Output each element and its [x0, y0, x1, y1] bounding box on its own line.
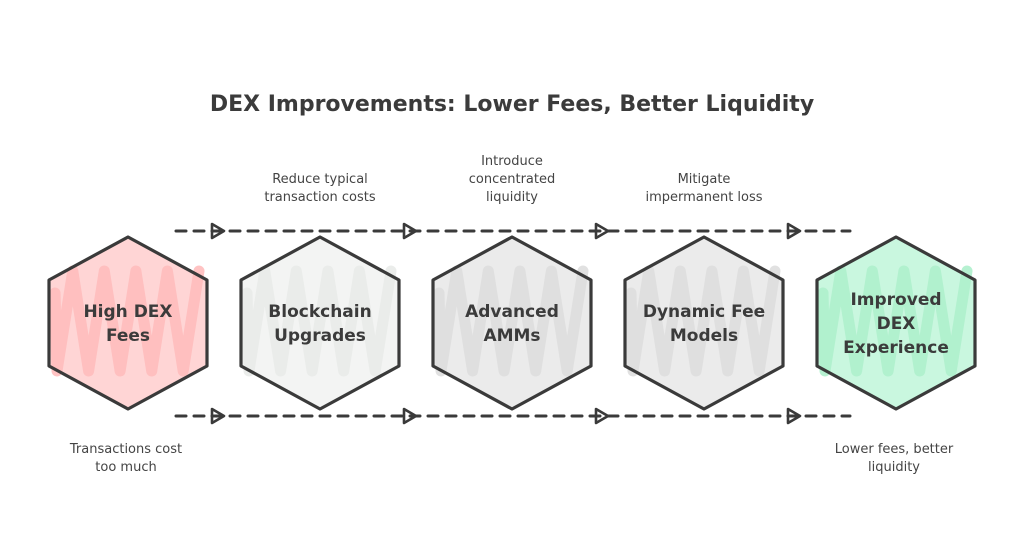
node-hatch-improved-dex-experience	[817, 265, 973, 377]
top-note-1: Reduce typical transaction costs	[264, 172, 376, 205]
bottom-note-end: Lower fees, better liquidity	[835, 442, 954, 475]
node-label-blockchain-upgrades: Upgrades	[274, 326, 366, 346]
node-label-dynamic-fee-models: Models	[670, 326, 738, 346]
node-label-advanced-amms: AMMs	[483, 326, 540, 346]
top-note-3-line: Mitigate	[678, 172, 731, 187]
node-hatch-dynamic-fee-models	[625, 265, 781, 377]
diagram-title: DEX Improvements: Lower Fees, Better Liq…	[210, 92, 814, 117]
annotations: Reduce typical transaction costs Introduce…	[69, 154, 954, 475]
node-label-improved-dex-experience: Experience	[843, 338, 949, 358]
arrowhead-top-2	[402, 222, 418, 240]
connector-lines	[174, 222, 852, 425]
arrowhead-bottom-4	[786, 407, 802, 425]
top-note-3: Mitigate impermanent loss	[645, 172, 762, 205]
node-label-advanced-amms: Advanced	[465, 302, 559, 322]
bottom-note-start-line: Transactions cost	[69, 442, 182, 457]
bottom-note-end-line: liquidity	[868, 460, 920, 475]
bottom-note-end-line: Lower fees, better	[835, 442, 954, 457]
top-note-2-line: concentrated	[469, 172, 555, 187]
node-high-dex-fees: High DEX Fees	[47, 235, 209, 411]
arrowhead-bottom-3	[594, 407, 610, 425]
arrowhead-top-4	[786, 222, 802, 240]
node-hatch-high-dex-fees	[49, 265, 205, 377]
node-outline-advanced-amms	[431, 235, 593, 411]
node-label-improved-dex-experience: Improved	[850, 290, 941, 310]
node-hatch-blockchain-upgrades	[241, 265, 397, 377]
arrowhead-bottom-1	[210, 407, 226, 425]
node-hatch-advanced-amms	[433, 265, 589, 377]
top-note-2: Introduce concentrated liquidity	[469, 154, 555, 205]
node-label-dynamic-fee-models: Dynamic Fee	[643, 302, 765, 322]
top-note-3-line: impermanent loss	[645, 190, 762, 205]
node-outline-dynamic-fee-models	[623, 235, 785, 411]
top-note-2-line: Introduce	[481, 154, 543, 169]
node-label-blockchain-upgrades: Blockchain	[268, 302, 371, 322]
arrowhead-top-3	[594, 222, 610, 240]
top-note-1-line: Reduce typical	[272, 172, 368, 187]
top-note-2-line: liquidity	[486, 190, 538, 205]
arrowhead-bottom-2	[402, 407, 418, 425]
node-outline-high-dex-fees	[47, 235, 209, 411]
process-nodes: High DEXFeesBlockchainUpgradesAdvancedAM…	[47, 235, 977, 411]
node-label-high-dex-fees: High DEX	[83, 302, 172, 322]
arrowhead-top-1	[210, 222, 226, 240]
node-outline-improved-dex-experience	[815, 235, 977, 411]
top-note-1-line: transaction costs	[264, 190, 376, 205]
node-label-high-dex-fees: Fees	[106, 326, 150, 346]
node-outline-blockchain-upgrades	[239, 235, 401, 411]
bottom-note-start-line: too much	[95, 460, 156, 475]
bottom-note-start: Transactions cost too much	[69, 442, 182, 475]
node-label-improved-dex-experience: DEX	[877, 314, 916, 334]
